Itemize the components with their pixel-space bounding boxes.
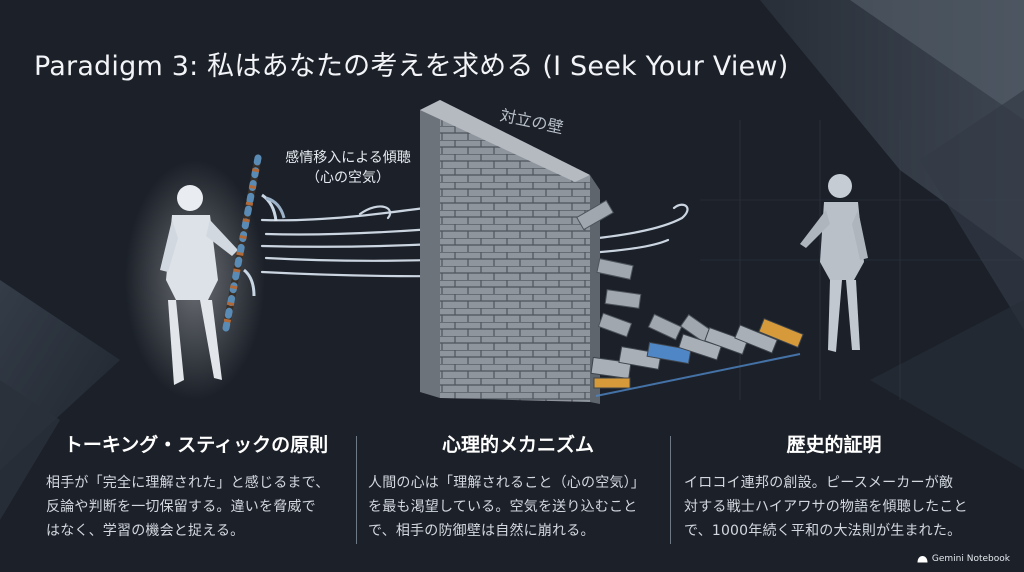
principle-column: トーキング・スティックの原則 相手が「完全に理解された」と感じるまで、 反論や判… <box>46 430 346 543</box>
badge-label: Gemini Notebook <box>931 554 1010 564</box>
history-heading: 歴史的証明 <box>786 434 882 456</box>
gemini-notebook-badge: Gemini Notebook <box>917 554 1010 564</box>
wind-label-line-1: 感情移入による傾聴 <box>285 150 411 166</box>
column-divider <box>356 436 357 544</box>
text-line: イロコイ連邦の創設。ピースメーカーが敵 <box>684 475 954 491</box>
talking-stick <box>222 154 286 332</box>
speaker-figure <box>800 174 868 352</box>
wind-label: 感情移入による傾聴 （心の空気） <box>268 148 428 188</box>
mechanism-text: 人間の心は「理解されること（心の空気）」 を最も渇望している。空気を送り込むこと… <box>368 471 668 543</box>
text-line: 人間の心は「理解されること（心の空気）」 <box>368 475 645 491</box>
slide-title: Paradigm 3: 私はあなたの考えを求める (I Seek Your Vi… <box>34 51 789 83</box>
text-line: 相手が「完全に理解された」と感じるまで、 <box>46 475 330 491</box>
text-line: で、1000年続く平和の大法則が生まれた。 <box>684 523 962 539</box>
brick-wall <box>420 100 804 404</box>
column-divider <box>670 436 671 544</box>
principle-text: 相手が「完全に理解された」と感じるまで、 反論や判断を一切保留する。違いを脅威で… <box>46 471 346 543</box>
listener-figure <box>125 160 265 400</box>
history-text: イロコイ連邦の創設。ピースメーカーが敵 対する戦士ハイアワサの物語を傾聴したこと… <box>684 471 984 543</box>
notebook-logo-icon <box>917 556 928 563</box>
mechanism-column: 心理的メカニズム 人間の心は「理解されること（心の空気）」 を最も渇望している。… <box>368 430 668 543</box>
mechanism-heading: 心理的メカニズム <box>441 434 594 456</box>
wind-label-line-2: （心の空気） <box>306 170 390 186</box>
text-line: はなく、学習の機会と捉える。 <box>46 523 245 539</box>
text-line: 反論や判断を一切保留する。違いを脅威で <box>46 499 316 515</box>
text-line: 対する戦士ハイアワサの物語を傾聴したこと <box>684 499 968 515</box>
principle-heading: トーキング・スティックの原則 <box>63 434 329 456</box>
text-line: を最も渇望している。空気を送り込むこと <box>368 499 638 515</box>
history-column: 歴史的証明 イロコイ連邦の創設。ピースメーカーが敵 対する戦士ハイアワサの物語を… <box>684 430 984 543</box>
text-line: で、相手の防御壁は自然に崩れる。 <box>368 523 595 539</box>
